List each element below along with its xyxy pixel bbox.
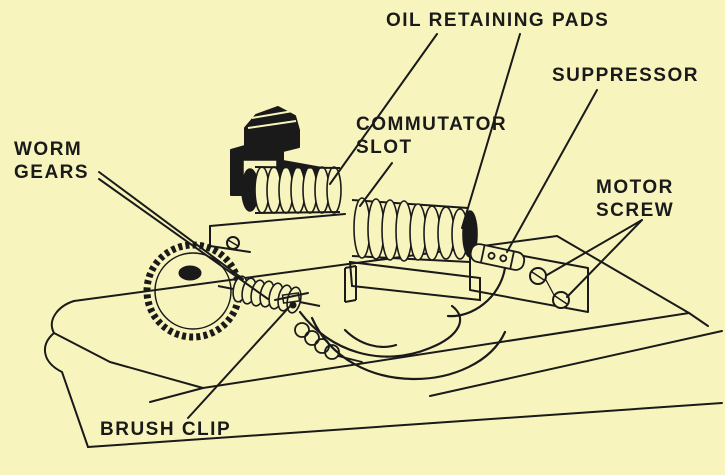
leader-brush-clip <box>187 303 293 419</box>
armature-coils-right <box>348 197 481 302</box>
motor-screws <box>529 267 570 309</box>
label-motor-screw: MOTOR SCREW <box>596 177 675 221</box>
leader-suppressor <box>506 89 598 253</box>
leader-commutator-slot <box>359 162 393 207</box>
label-commutator-slot: COMMUTATOR SLOT <box>356 114 508 158</box>
suppressor-board <box>469 245 589 313</box>
leader-lines <box>98 33 643 419</box>
mounting-bracket <box>209 213 346 253</box>
worm-wheel-gear <box>143 241 243 341</box>
label-suppressor: SUPPRESSOR <box>552 65 699 86</box>
label-brush-clip: BRUSH CLIP <box>100 419 232 440</box>
leader-worm-gears-1 <box>98 171 244 280</box>
leader-oil-pads-left <box>329 33 438 185</box>
commutator-coils-left <box>241 166 342 214</box>
support-post <box>344 265 357 303</box>
label-worm-gears: WORM GEARS <box>14 139 90 183</box>
suppressor <box>469 243 526 271</box>
leader-motor-screw-1 <box>546 219 643 276</box>
leader-oil-pads-right <box>461 33 521 229</box>
leader-worm-gears-2 <box>98 178 269 300</box>
motor-wires <box>294 266 507 381</box>
leader-motor-screw-2 <box>566 219 643 298</box>
label-oil-retaining-pads: OIL RETAINING PADS <box>386 10 610 31</box>
base-plate <box>44 235 723 448</box>
